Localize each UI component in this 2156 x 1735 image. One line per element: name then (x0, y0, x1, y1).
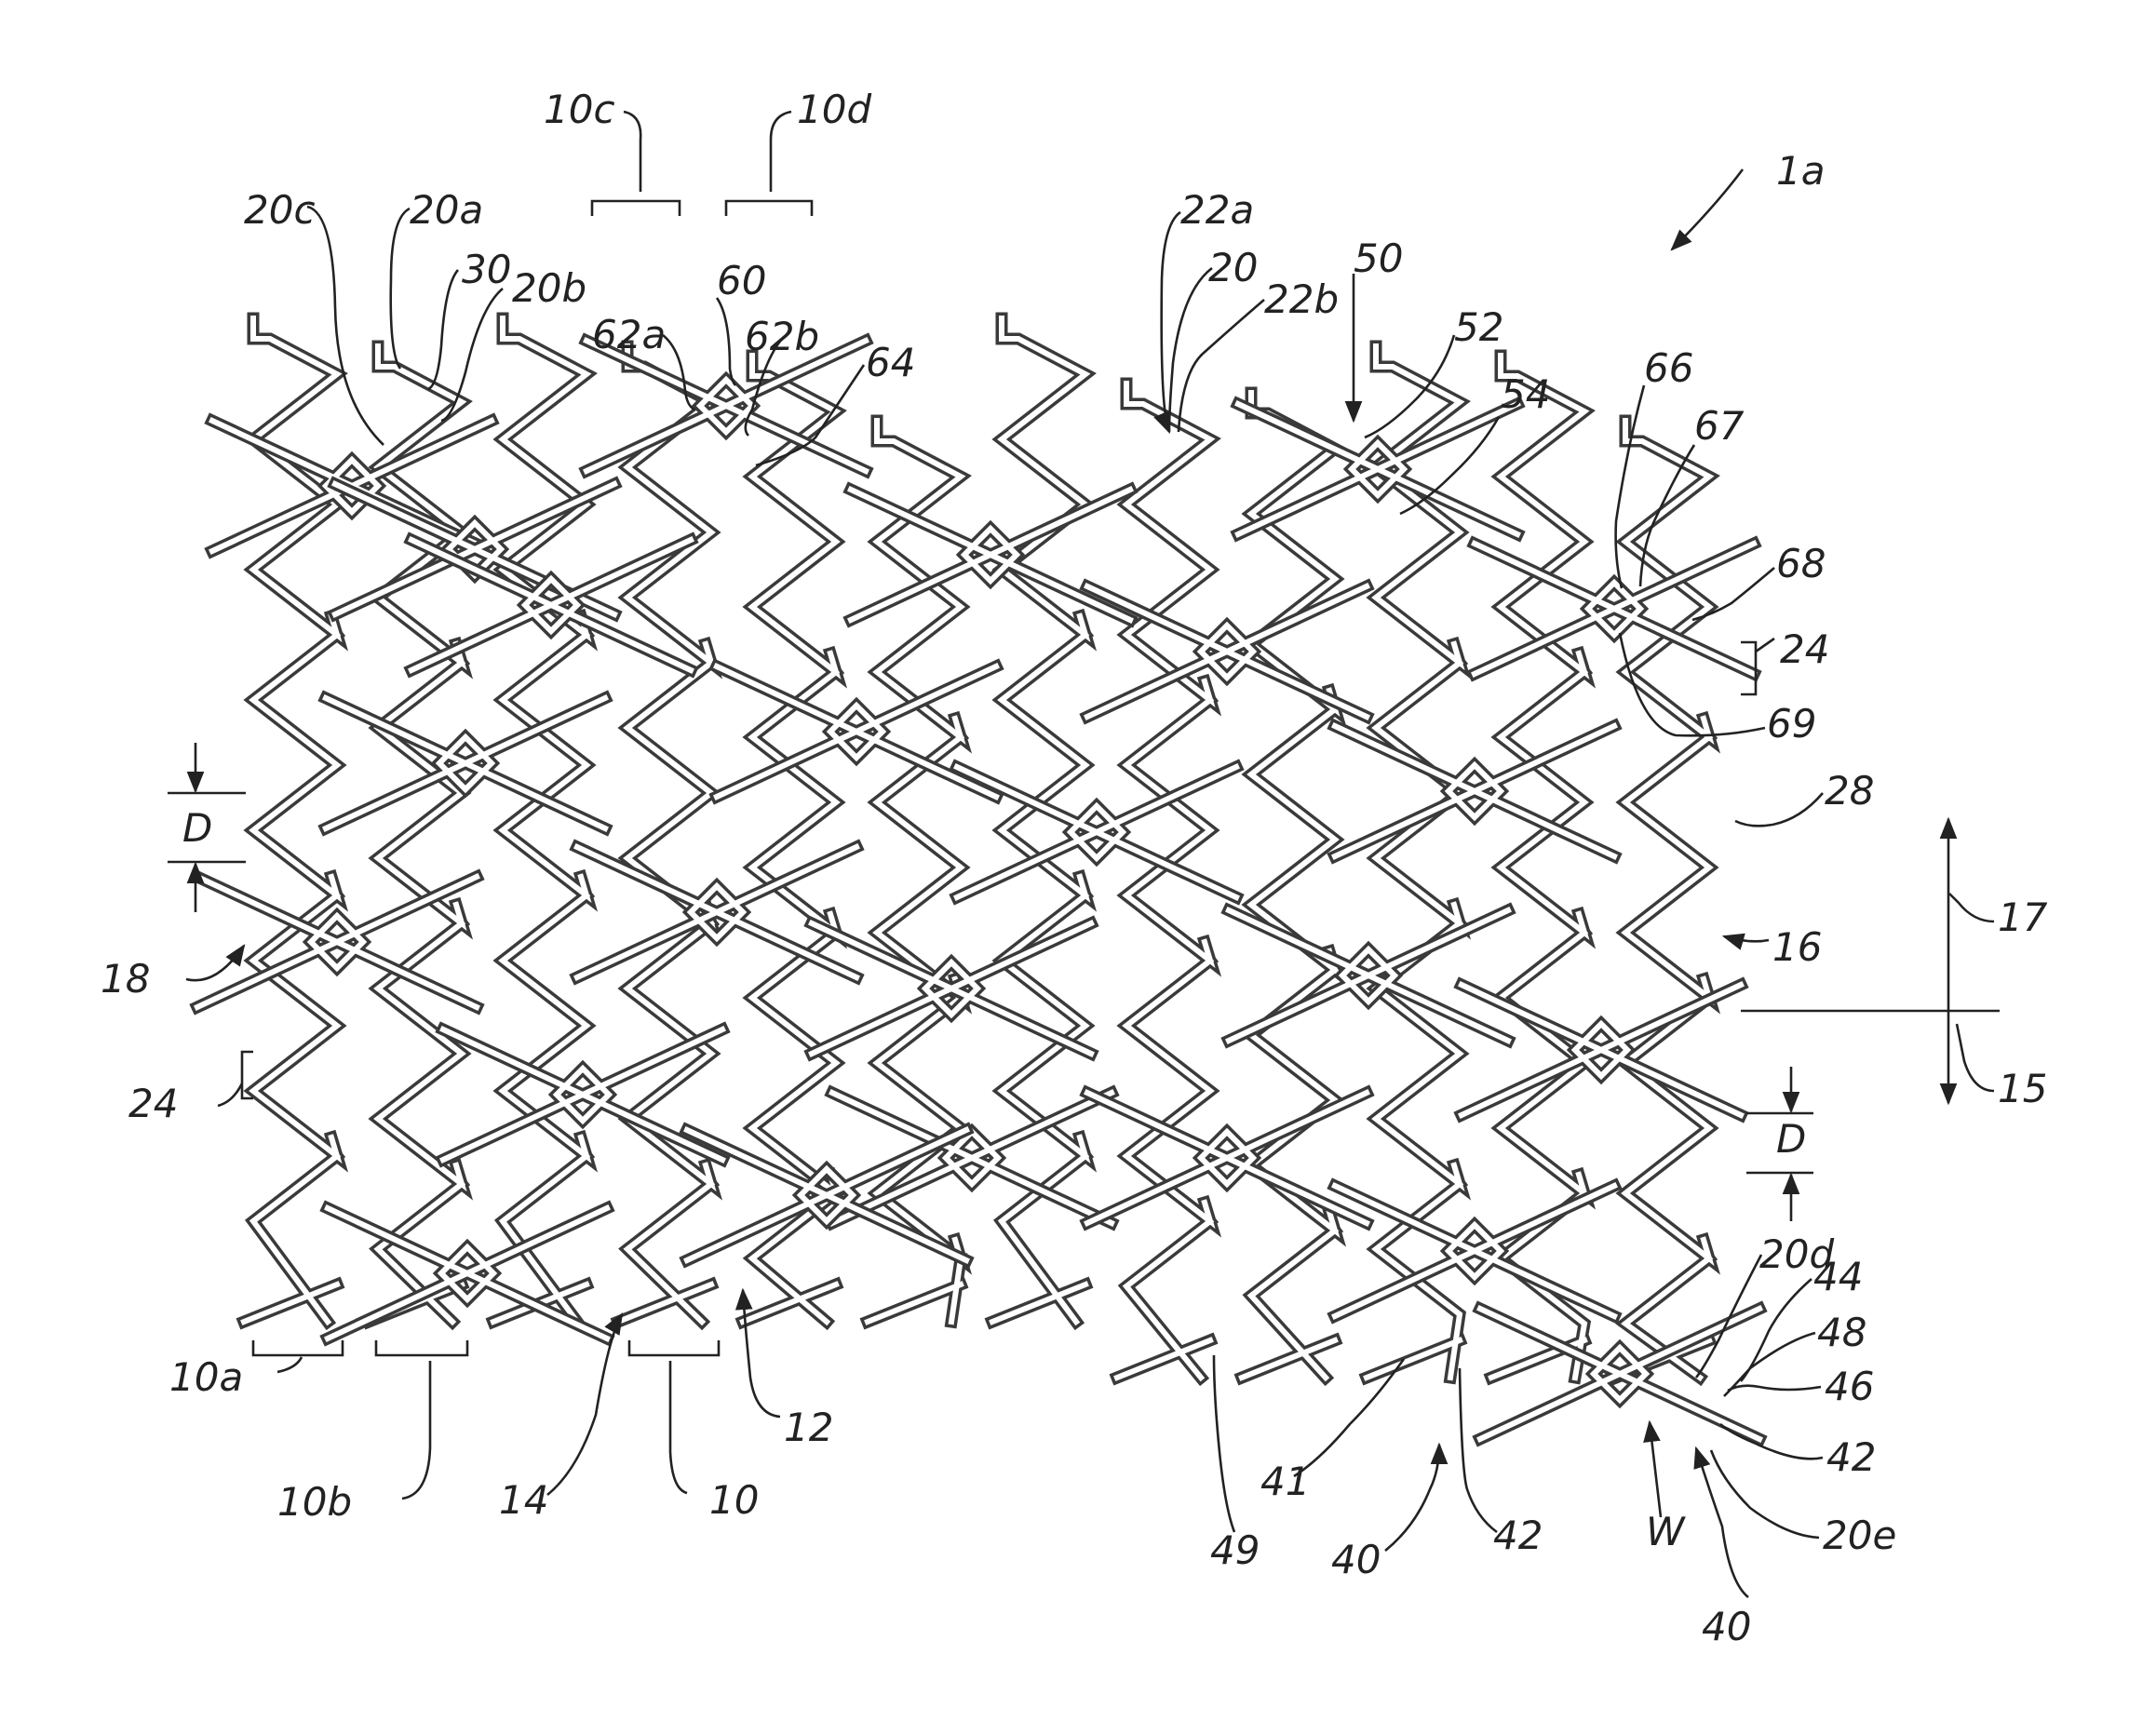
label-66: 66 (1644, 345, 1693, 391)
label-24-right: 24 (1780, 626, 1829, 672)
label-62a: 62a (592, 312, 666, 357)
diamond-connector-16-core (1229, 910, 1508, 1041)
label-20a: 20a (410, 187, 483, 233)
label-28: 28 (1825, 768, 1874, 814)
diamond-connector-17-core (1462, 985, 1741, 1115)
diamond-connector-4-core (1238, 404, 1517, 534)
diamond-connector-23-core (328, 1208, 607, 1338)
stent-lattice (197, 318, 1759, 1439)
label-50: 50 (1354, 235, 1403, 281)
label-W: W (1646, 1509, 1686, 1554)
label-D-right: D (1776, 1116, 1806, 1162)
label-49: 49 (1210, 1527, 1260, 1573)
label-44: 44 (1813, 1254, 1863, 1299)
label-24-left: 24 (128, 1081, 178, 1126)
label-69: 69 (1767, 701, 1816, 746)
label-48: 48 (1817, 1310, 1866, 1355)
label-62b: 62b (745, 314, 819, 359)
label-64: 64 (866, 340, 915, 385)
label-40-right: 40 (1702, 1604, 1751, 1649)
label-22a: 22a (1180, 187, 1254, 233)
label-42-mid: 42 (1493, 1513, 1543, 1558)
label-20c: 20c (244, 187, 316, 233)
label-12: 12 (784, 1405, 833, 1450)
label-16: 16 (1772, 924, 1822, 970)
diamond-connector-7-core (411, 540, 691, 670)
stent-column-9-core (1242, 393, 1335, 1378)
label-40-mid: 40 (1331, 1537, 1381, 1582)
label-20b: 20b (512, 265, 586, 311)
label-10b: 10b (277, 1479, 352, 1525)
label-22b: 22b (1264, 276, 1339, 322)
label-46: 46 (1825, 1364, 1874, 1409)
diamond-connector-6-core (1087, 586, 1367, 717)
diamond-connector-21-core (687, 1130, 966, 1260)
stent-column-12 (1616, 421, 1709, 1378)
label-D-left: D (182, 805, 212, 851)
label-17: 17 (1998, 894, 2048, 940)
diamond-connector-24-core (1480, 1309, 1759, 1439)
label-10c: 10c (544, 87, 615, 132)
label-14: 14 (499, 1477, 548, 1523)
label-54: 54 (1501, 371, 1550, 417)
label-20e: 20e (1823, 1513, 1896, 1558)
label-15: 15 (1998, 1066, 2047, 1111)
diamond-connector-15-core (812, 923, 1091, 1054)
label-1a: 1a (1776, 148, 1825, 194)
label-67: 67 (1694, 403, 1745, 449)
label-41: 41 (1260, 1459, 1310, 1504)
diamond-connector-19-core (832, 1093, 1112, 1223)
label-18: 18 (101, 956, 150, 1002)
label-60: 60 (717, 258, 766, 303)
label-10a: 10a (169, 1354, 243, 1400)
diamond-connector-10-core (326, 698, 605, 828)
label-30: 30 (462, 247, 511, 292)
label-10d: 10d (797, 87, 871, 132)
label-52: 52 (1454, 304, 1503, 350)
label-68: 68 (1776, 541, 1826, 586)
label-10: 10 (709, 1477, 759, 1523)
label-20: 20 (1208, 245, 1258, 290)
label-42-right: 42 (1826, 1434, 1876, 1480)
